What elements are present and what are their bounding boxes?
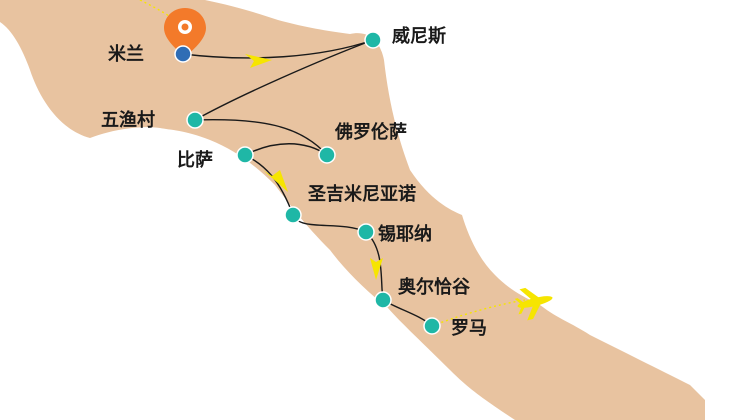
city-label-rome: 罗马: [451, 318, 487, 339]
arrow-icon: [370, 258, 383, 280]
city-label-venice: 威尼斯: [392, 26, 446, 47]
city-label-milan: 米兰: [108, 44, 144, 65]
route-milan-venice: [182, 39, 374, 59]
arrow-icon: [245, 54, 272, 68]
arrow-icon: [263, 170, 288, 192]
direction-arrows: [245, 54, 383, 280]
route-stops: [174, 31, 441, 335]
stop-orvieto: [374, 291, 392, 309]
stop-florence: [318, 146, 336, 164]
stop-venice: [364, 31, 382, 49]
italy-landmass: [0, 0, 705, 420]
stop-rome: [423, 317, 441, 335]
stop-cinque-terre: [186, 111, 204, 129]
stop-san-gimignano: [284, 206, 302, 224]
airplane-icon: [514, 287, 553, 321]
route-venice-cinque-terre: [194, 39, 374, 121]
location-pin-icon: [164, 8, 206, 58]
route-cinque-terre-florence-upper: [194, 119, 328, 156]
city-label-pisa: 比萨: [177, 150, 213, 171]
city-label-orvieto: 奥尔恰谷: [398, 277, 470, 298]
city-label-florence: 佛罗伦萨: [335, 122, 407, 143]
city-label-san-gimignano: 圣吉米尼亚诺: [308, 184, 416, 205]
stop-milan: [174, 45, 192, 63]
city-label-cinque-terre: 五渔村: [101, 110, 155, 131]
city-label-siena: 锡耶纳: [378, 224, 432, 245]
stop-pisa: [236, 146, 254, 164]
stop-siena: [357, 223, 375, 241]
